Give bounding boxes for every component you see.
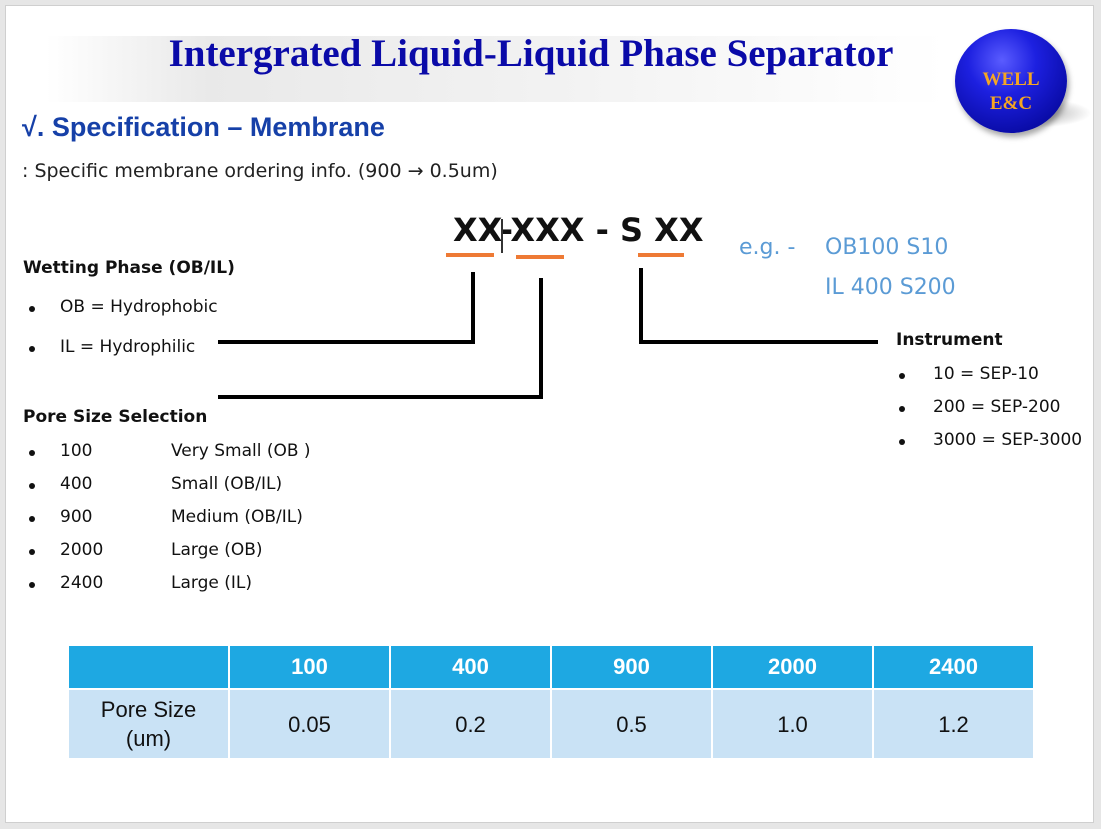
code-pattern: XX-XXX - S XX [453, 211, 704, 249]
pore-size-desc: Medium (OB/IL) [171, 507, 303, 527]
company-logo: WELL E&C [955, 29, 1067, 133]
bullet-icon [29, 582, 35, 588]
instrument-item: 200 = SEP-200 [933, 397, 1061, 417]
instrument-title: Instrument [896, 330, 1003, 350]
underline-wetting [446, 253, 494, 257]
row-label-line1: Pore Size [100, 697, 197, 722]
pore-size-desc: Small (OB/IL) [171, 474, 283, 494]
logo-text-line2: E&C [989, 93, 1033, 114]
pore-size-title: Pore Size Selection [23, 407, 208, 427]
bullet-icon [29, 483, 35, 489]
slide: Intergrated Liquid-Liquid Phase Separato… [5, 5, 1094, 823]
table-header-cell: 900 [552, 646, 711, 688]
example-label: e.g. - [739, 235, 796, 260]
table-cell: 1.0 [713, 690, 872, 758]
table-cell: 1.2 [874, 690, 1033, 758]
bullet-icon [899, 406, 905, 412]
logo-text-line1: WELL [982, 69, 1040, 90]
pore-size-desc: Large (IL) [171, 573, 252, 593]
bullet-icon [29, 306, 35, 312]
connector-wetting-v [471, 272, 475, 344]
row-label-line2: (um) [125, 726, 172, 751]
connector-pore-v [539, 278, 543, 399]
pore-size-value: 2000 [60, 540, 104, 560]
text-cursor [501, 219, 503, 253]
title-band [46, 36, 946, 102]
page-title: Intergrated Liquid-Liquid Phase Separato… [168, 32, 894, 75]
pore-size-value: 400 [60, 474, 93, 494]
table-cell: 0.05 [230, 690, 389, 758]
bullet-icon [899, 439, 905, 445]
pore-size-table: 100 400 900 2000 2400 Pore Size (um) 0.0… [67, 644, 1035, 760]
underline-pore [516, 255, 564, 259]
table-header-cell: 400 [391, 646, 550, 688]
connector-instrument-v [639, 268, 643, 344]
bullet-icon [29, 346, 35, 352]
table-header-cell [69, 646, 228, 688]
section-heading: √. Specification – Membrane [22, 112, 385, 142]
table-header-cell: 2400 [874, 646, 1033, 688]
row-label-cell: Pore Size (um) [69, 690, 228, 758]
example-code-2: IL 400 S200 [825, 275, 956, 300]
pore-size-desc: Very Small (OB ) [171, 441, 311, 461]
pore-size-value: 100 [60, 441, 93, 461]
bullet-icon [29, 549, 35, 555]
pore-size-value: 2400 [60, 573, 104, 593]
table-cell: 0.5 [552, 690, 711, 758]
connector-wetting-h [218, 340, 474, 344]
wetting-item: OB = Hydrophobic [60, 297, 218, 317]
pore-size-desc: Large (OB) [171, 540, 263, 560]
table-header-cell: 2000 [713, 646, 872, 688]
wetting-item: IL = Hydrophilic [60, 337, 196, 357]
bullet-icon [29, 450, 35, 456]
underline-instrument [638, 253, 684, 257]
bullet-icon [899, 373, 905, 379]
table-cell: 0.2 [391, 690, 550, 758]
example-code-1: OB100 S10 [825, 235, 949, 260]
instrument-item: 3000 = SEP-3000 [933, 430, 1083, 450]
connector-instrument-h [639, 340, 878, 344]
table-row: Pore Size (um) 0.05 0.2 0.5 1.0 1.2 [69, 690, 1033, 758]
pore-size-value: 900 [60, 507, 93, 527]
table-header-cell: 100 [230, 646, 389, 688]
connector-pore-h [218, 395, 543, 399]
instrument-item: 10 = SEP-10 [933, 364, 1039, 384]
section-subheading: : Specific membrane ordering info. (900 … [22, 160, 498, 182]
table-header-row: 100 400 900 2000 2400 [69, 646, 1033, 688]
bullet-icon [29, 516, 35, 522]
wetting-phase-title: Wetting Phase (OB/IL) [23, 258, 235, 278]
